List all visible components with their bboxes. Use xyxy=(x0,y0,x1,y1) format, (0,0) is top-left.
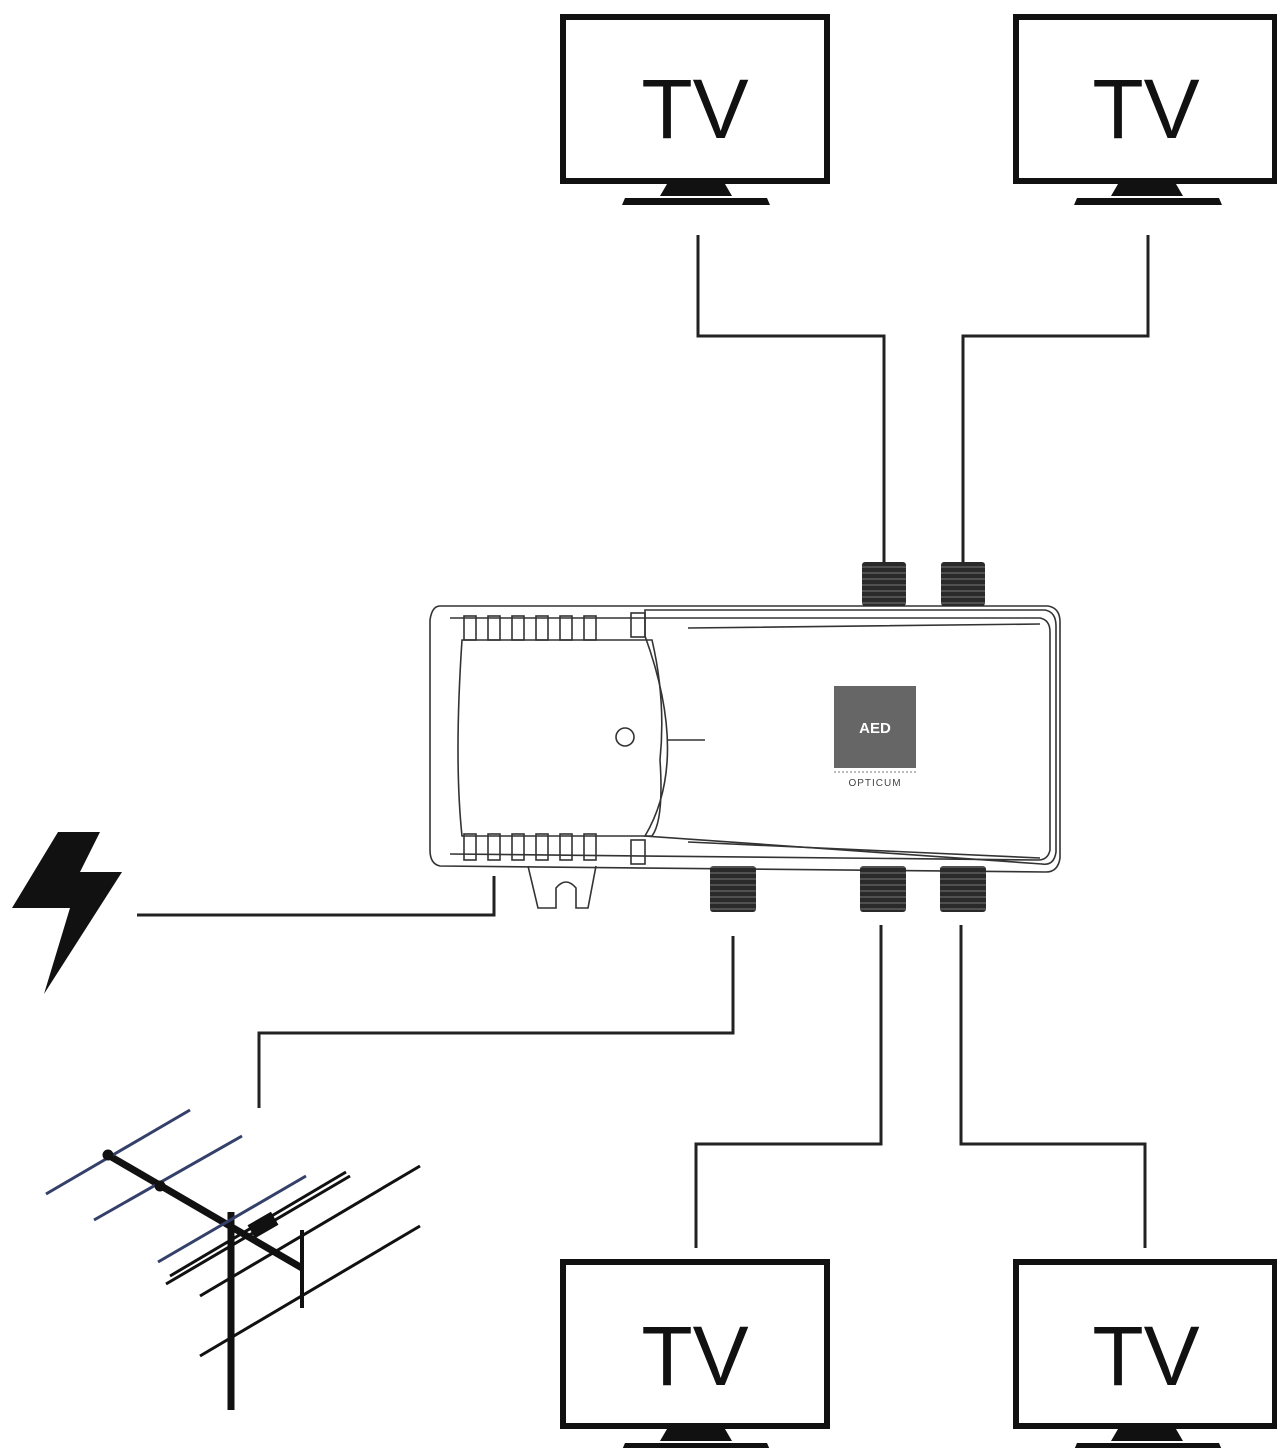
tv-bottom-left: TV xyxy=(560,1259,830,1448)
vent-slots-bottom xyxy=(463,833,597,861)
cable-power xyxy=(137,876,496,917)
vent-slots-top xyxy=(463,615,597,641)
f-connector-input xyxy=(710,866,756,912)
f-connector-output-3 xyxy=(860,866,906,912)
tv-label: TV xyxy=(641,62,748,156)
tv-label: TV xyxy=(1092,1309,1199,1403)
tv-top-left: TV xyxy=(560,14,830,205)
cable-output-2 xyxy=(961,235,1150,562)
f-connector-output-2 xyxy=(941,562,985,606)
amplifier-device: AED OPTICUM xyxy=(429,605,1061,909)
brand-logo: AED OPTICUM xyxy=(834,686,916,789)
screw-hole-icon xyxy=(615,727,635,747)
cable-output-3 xyxy=(694,925,883,1248)
f-connector-output-4 xyxy=(940,866,986,912)
tv-label: TV xyxy=(1092,62,1199,156)
cable-output-1 xyxy=(696,235,886,562)
tv-top-right: TV xyxy=(1013,14,1277,205)
yagi-antenna-icon xyxy=(45,1108,421,1410)
lightning-bolt-icon xyxy=(12,832,122,994)
cable-antenna-input xyxy=(257,936,735,1108)
mounting-tab xyxy=(527,865,597,909)
logo-text: AED xyxy=(859,720,891,737)
f-connector-output-1 xyxy=(862,562,906,606)
tv-bottom-right: TV xyxy=(1013,1259,1277,1448)
brand-text: OPTICUM xyxy=(848,778,901,789)
cable-output-4 xyxy=(959,925,1147,1248)
tv-label: TV xyxy=(641,1309,748,1403)
